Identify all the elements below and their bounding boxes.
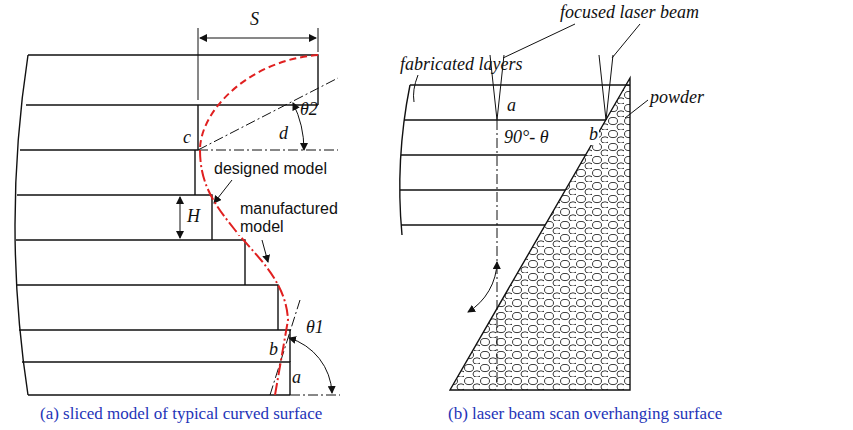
point-label: b <box>588 125 599 145</box>
part-label: powder <box>650 88 704 108</box>
point-label: c <box>182 128 192 148</box>
angle-label: θ1 <box>306 318 324 338</box>
curve-label: manufactured model <box>238 200 342 235</box>
point-label: a <box>506 96 517 116</box>
caption: (b) laser beam scan overhanging surface <box>448 405 722 424</box>
angle-label: 90°- θ <box>503 128 550 148</box>
part-label: fabricated layers <box>400 55 522 75</box>
designed-curve <box>200 150 288 395</box>
caption: (a) sliced model of typical curved surfa… <box>40 405 322 424</box>
angle-label: θ2 <box>300 100 318 120</box>
curve-label: designed model <box>212 160 329 178</box>
fabricated-layers <box>400 85 630 235</box>
dimension-label: H <box>186 207 201 227</box>
designed-curve <box>200 55 318 150</box>
point-label: b <box>268 340 279 360</box>
dimension-label: S <box>250 10 259 30</box>
point-label: a <box>292 368 301 388</box>
laser-beams <box>414 24 649 390</box>
point-label: d <box>278 124 289 144</box>
part-label: focused laser beam <box>560 3 699 23</box>
